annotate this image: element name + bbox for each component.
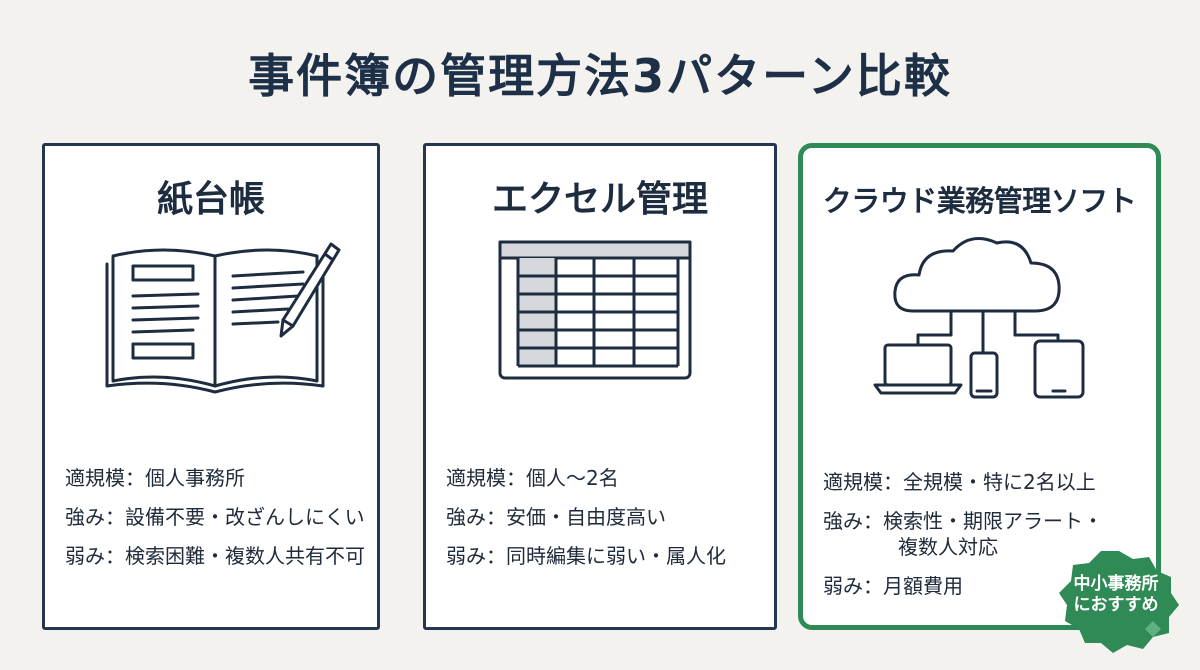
strengths-text-continued: 複数人対応 bbox=[898, 535, 998, 559]
weaknesses-text: 弱み：検索困難・複数人共有不可 bbox=[65, 544, 365, 568]
card-details: 適規模：全規模・特に2名以上 強み：検索性・期限アラート・ 複数人対応 弱み：月… bbox=[823, 470, 1103, 613]
scale-text: 適規模：個人〜2名 bbox=[446, 466, 619, 490]
card-title: 紙台帳 bbox=[156, 179, 265, 220]
strengths-text: 強み：検索性・期限アラート・ bbox=[823, 509, 1103, 533]
page-title: 事件簿の管理方法3パターン比較 bbox=[248, 49, 952, 103]
card-title: クラウド業務管理ソフト bbox=[822, 184, 1137, 218]
recommend-badge-icon bbox=[1059, 551, 1179, 653]
scale-text: 適規模：個人事務所 bbox=[65, 466, 245, 490]
strengths-text: 強み：設備不要・改ざんしにくい bbox=[65, 505, 365, 529]
badge-line-1: 中小事務所 bbox=[1073, 574, 1159, 594]
card-title: エクセル管理 bbox=[491, 179, 708, 220]
card-details: 適規模：個人〜2名 強み：安価・自由度高い 弱み：同時編集に弱い・属人化 bbox=[446, 466, 726, 583]
card-excel: エクセル管理 適規模：個人〜2名 強み：安価・自由度高い 弱み：同時編集に弱い・… bbox=[423, 143, 777, 630]
open-book-pen-icon bbox=[105, 242, 341, 394]
scale-text: 適規模：全規模・特に2名以上 bbox=[823, 470, 1096, 494]
card-details: 適規模：個人事務所 強み：設備不要・改ざんしにくい 弱み：検索困難・複数人共有不… bbox=[65, 466, 365, 583]
weaknesses-text: 弱み：同時編集に弱い・属人化 bbox=[446, 544, 726, 568]
recommend-badge-text: 中小事務所 におすすめ bbox=[1057, 574, 1175, 617]
weaknesses-text: 弱み：月額費用 bbox=[823, 574, 963, 598]
card-paper-ledger: 紙台帳 適規模：個人事務所 強み：設備不要・改ざんしにくい 弱み：検索困難・複数… bbox=[42, 143, 380, 630]
card-cloud-software: クラウド業務管理ソフト 適規模：全規模・特に2名以上 強み：検索性・期限アラート… bbox=[798, 143, 1161, 630]
cloud-devices-icon bbox=[873, 237, 1085, 399]
strengths-text: 強み：安価・自由度高い bbox=[446, 505, 666, 529]
spreadsheet-icon bbox=[498, 240, 692, 380]
badge-line-2: におすすめ bbox=[1073, 595, 1159, 616]
